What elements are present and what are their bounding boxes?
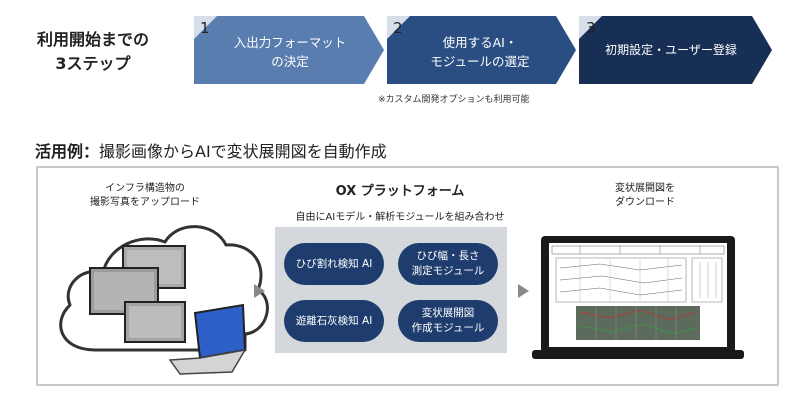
- custom-option-note: ※カスタム開発オプションも利用可能: [378, 95, 530, 105]
- module-crack-width-line2: 測定モジュール: [411, 265, 485, 277]
- arrow-right-icon: [254, 284, 265, 298]
- steps-heading: 利用開始までの 3ステップ: [18, 28, 168, 76]
- platform-title: OX プラットフォーム: [335, 184, 465, 199]
- example-title-lead: 活用例：: [35, 142, 100, 161]
- step-2-label: 使用するAI・ モジュールの選定: [400, 33, 560, 71]
- steps-heading-line1: 利用開始までの: [36, 30, 149, 49]
- step-1-line1: 入出力フォーマット: [233, 35, 347, 50]
- step-2-line2: モジュールの選定: [430, 54, 530, 69]
- photo-icon: [89, 245, 186, 343]
- upload-caption-line1: インフラ構造物の: [105, 183, 185, 194]
- example-title-text: 撮影画像からAIで変状展開図を自動作成: [99, 142, 387, 161]
- step-3-corner: [579, 16, 602, 39]
- module-drawing-line1: 変状展開図: [421, 307, 475, 319]
- step-2-number: 2: [393, 19, 403, 37]
- module-crack-detection-label: ひび割れ検知 AI: [295, 257, 373, 270]
- steps-heading-line2: 3ステップ: [55, 54, 131, 73]
- step-2-corner: [387, 16, 410, 39]
- download-caption-line1: 変状展開図を: [615, 183, 675, 194]
- step-2-line1: 使用するAI・: [442, 35, 518, 50]
- module-deformation-drawing: 変状展開図 作成モジュール: [398, 300, 498, 342]
- example-title: 活用例：撮影画像からAIで変状展開図を自動作成: [35, 138, 387, 162]
- upload-caption: インフラ構造物の 撮影写真をアップロード: [70, 182, 220, 210]
- step-3-number: 3: [586, 19, 596, 37]
- step-2-shape: [387, 16, 576, 84]
- module-drawing-line2: 作成モジュール: [411, 322, 485, 334]
- step-1-label: 入出力フォーマット の決定: [210, 33, 370, 71]
- download-caption-line2: ダウンロード: [615, 197, 675, 208]
- step-1-corner: [194, 16, 217, 39]
- module-crack-width-length: ひび幅・長さ 測定モジュール: [398, 243, 498, 285]
- download-caption: 変状展開図を ダウンロード: [575, 182, 715, 210]
- module-efflorescence-detection: 遊離石灰検知 AI: [284, 300, 384, 342]
- module-crack-detection: ひび割れ検知 AI: [284, 243, 384, 285]
- module-efflorescence-label: 遊離石灰検知 AI: [295, 314, 373, 327]
- arrow-right-icon: [518, 284, 529, 298]
- step-1-line2: の決定: [271, 54, 309, 69]
- upload-caption-line2: 撮影写真をアップロード: [90, 197, 200, 208]
- step-3-label: 初期設定・ユーザー登録: [590, 41, 752, 60]
- module-crack-width-line1: ひび幅・長さ: [416, 250, 480, 262]
- step-1-number: 1: [200, 19, 210, 37]
- steps-chevrons: [194, 16, 772, 84]
- monitor-icon: [532, 236, 744, 359]
- step-3-shape: [579, 16, 772, 84]
- step-1-shape: [194, 16, 384, 84]
- drawing-icon: [551, 245, 725, 340]
- step-3-line1: 初期設定・ユーザー登録: [605, 43, 737, 57]
- laptop-icon: [168, 303, 247, 375]
- platform-subtitle: 自由にAIモデル・解析モジュールを組み合わせ: [295, 212, 505, 223]
